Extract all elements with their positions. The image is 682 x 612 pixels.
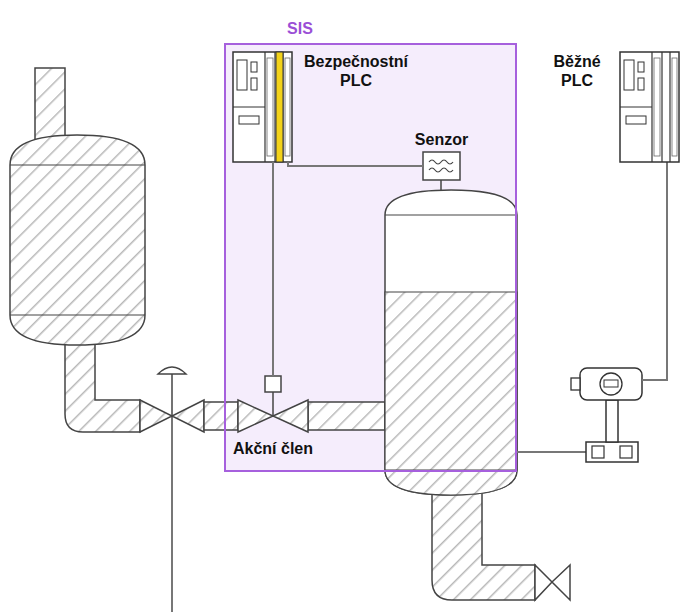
- actuator-valve: Akční člen: [238, 376, 308, 432]
- node-label: SIS: [270, 19, 330, 38]
- wire-line: [272, 162, 274, 376]
- node-label: Senzor: [401, 130, 482, 149]
- signal-wire: [288, 162, 423, 166]
- sis-region: SISBezpečnostní PLCSenzorAkční člen: [224, 43, 517, 472]
- node-label: Akční člen: [198, 439, 348, 458]
- wire-line: [288, 162, 423, 166]
- safety-plc: Bezpečnostní PLC: [233, 52, 292, 162]
- standard-plc: Běžné PLC: [620, 52, 679, 162]
- node-label: Běžné PLC: [540, 52, 614, 90]
- signal-wire: [273, 162, 274, 376]
- node-label: Bezpečnostní PLC: [297, 52, 415, 90]
- sensor-box: Senzor: [423, 152, 460, 180]
